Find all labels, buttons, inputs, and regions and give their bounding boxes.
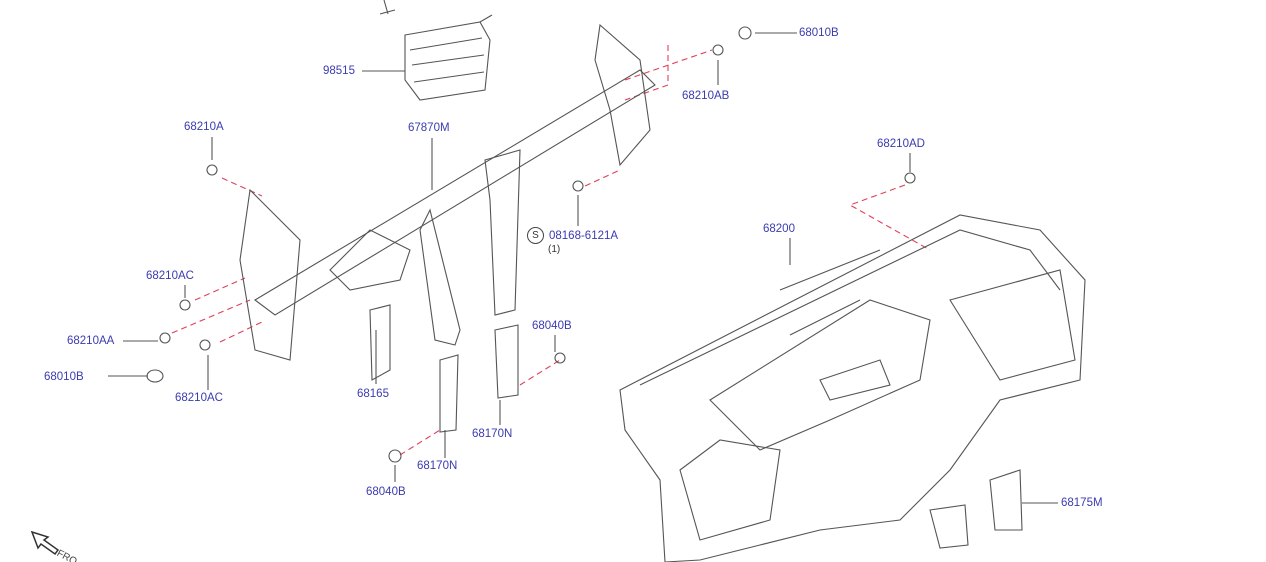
part-label-68210ac-lower[interactable]: 68210AC — [175, 392, 223, 404]
part-quantity: (1) — [548, 244, 561, 255]
bolts — [146, 26, 916, 463]
part-label-68170n-left[interactable]: 68170N — [417, 460, 458, 472]
part-label-67870m[interactable]: 67870M — [408, 122, 450, 134]
part-label-68210ac-upper[interactable]: 68210AC — [146, 270, 194, 282]
instrument-panel — [619, 214, 1086, 562]
part-label-68010b-top[interactable]: 68010B — [799, 27, 839, 39]
part-label-68170n-right[interactable]: 68170N — [472, 428, 513, 440]
front-arrow-icon — [30, 530, 60, 556]
part-label-08168-6121a[interactable]: 08168-6121A — [549, 230, 619, 242]
part-label-68165[interactable]: 68165 — [357, 388, 389, 400]
dashed-leaders — [171, 45, 931, 456]
standard-part-symbol: S — [527, 227, 544, 244]
steering-member — [239, 23, 656, 433]
airbag-module — [379, 0, 493, 101]
part-label-68210aa[interactable]: 68210AA — [67, 335, 115, 347]
part-label-68210a[interactable]: 68210A — [184, 121, 224, 133]
part-label-68210ab[interactable]: 68210AB — [682, 90, 730, 102]
part-label-98515[interactable]: 98515 — [323, 65, 355, 77]
part-label-68200[interactable]: 68200 — [763, 223, 795, 235]
part-label-68040b-bottom[interactable]: 68040B — [366, 486, 406, 498]
part-label-68010b-left[interactable]: 68010B — [44, 371, 84, 383]
part-label-68175m[interactable]: 68175M — [1061, 497, 1103, 509]
leader-lines — [108, 32, 1058, 504]
part-label-68040b-right[interactable]: 68040B — [532, 320, 572, 332]
part-label-68210ad[interactable]: 68210AD — [877, 138, 925, 150]
